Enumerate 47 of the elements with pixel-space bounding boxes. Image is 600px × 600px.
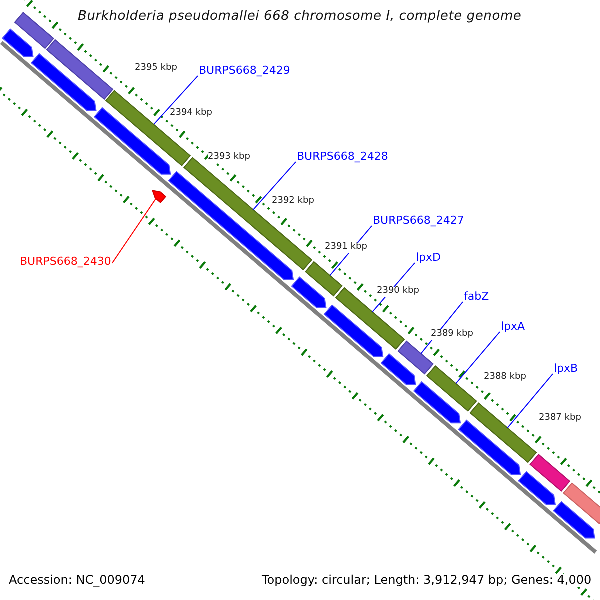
- gene-bar: [168, 171, 294, 280]
- gene-bar: [30, 53, 97, 112]
- gene-bar: [324, 304, 384, 358]
- gene-bar: [413, 381, 462, 424]
- gene-label: fabZ: [464, 291, 490, 304]
- gene-bar: [94, 107, 172, 175]
- gene-label: BURPS668_2429: [199, 65, 290, 78]
- scale-label: 2387 kbp: [539, 414, 582, 424]
- scale-label: 2394 kbp: [170, 109, 212, 119]
- gene-bar: [14, 12, 54, 50]
- gene-bar: [335, 287, 406, 350]
- leader-line: [112, 192, 162, 264]
- gene-bar: [398, 340, 434, 375]
- scale-label: 2392 kbp: [272, 197, 314, 207]
- gene-bar: [291, 276, 327, 308]
- scale-label: 2391 kbp: [325, 243, 368, 253]
- gene-label: lpxD: [416, 252, 442, 264]
- gene-bar: [470, 402, 538, 464]
- gene-bar: [305, 261, 343, 297]
- leader-line: [252, 162, 296, 210]
- gene-label: lpxB: [554, 363, 578, 376]
- gene-bar: [380, 353, 416, 386]
- leader-line: [154, 76, 198, 126]
- gene-label: BURPS668_2428: [297, 151, 388, 164]
- scale-label: 2393 kbp: [208, 153, 250, 163]
- gene-bar: [46, 39, 114, 100]
- gene-bar: [152, 190, 167, 204]
- scale-label: 2395 kbp: [135, 64, 178, 74]
- gene-bar: [458, 420, 522, 475]
- gene-bar: [553, 501, 596, 539]
- leader-line: [507, 374, 554, 428]
- gene-bar: [105, 90, 192, 166]
- gene-bar: [518, 471, 556, 505]
- genome-info-text: Topology: circular; Length: 3,912,947 bp; Genes: 4,000: [262, 574, 592, 588]
- scale-label: 2389 kbp: [431, 330, 474, 340]
- gene-label: BURPS668_2430: [20, 256, 112, 268]
- gene-bar: [2, 28, 34, 58]
- title: Burkholderia pseudomallei 668 chromosome I, complete genome: [78, 10, 522, 24]
- gene-bar: [563, 482, 600, 524]
- scale-label: 2388 kbp: [484, 373, 526, 383]
- leader-line: [456, 332, 500, 384]
- gene-bar: [530, 454, 571, 492]
- gene-label: lpxA: [501, 321, 526, 334]
- scale-label: 2390 kbp: [377, 287, 420, 297]
- gene-label: BURPS668_2427: [373, 215, 464, 228]
- accession-text: Accession: NC_009074: [9, 574, 146, 588]
- gene-bar: [426, 366, 478, 412]
